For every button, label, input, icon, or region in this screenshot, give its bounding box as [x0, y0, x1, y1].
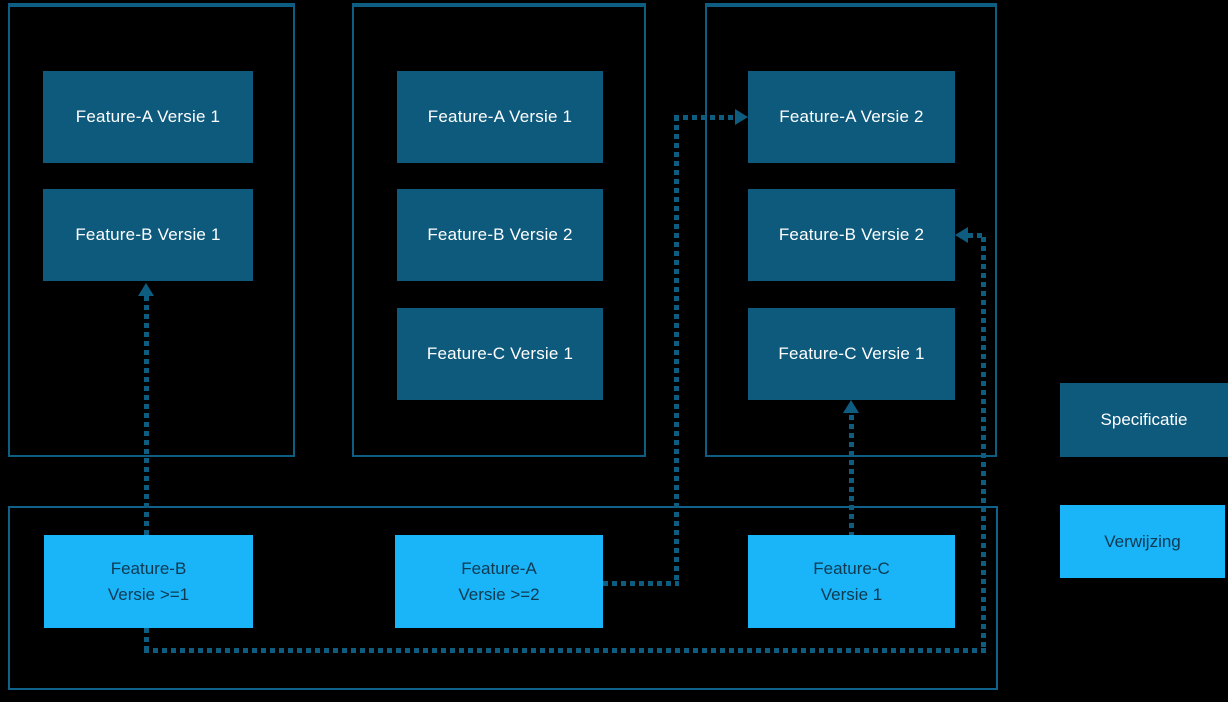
ref-box-label-line2: Versie 1	[820, 584, 883, 604]
connector-refa-to-g3a-line-bottom	[603, 581, 679, 586]
spec-box-feature-a-versie-1-g2: Feature-A Versie 1	[397, 71, 603, 163]
connector-refc-to-g3c-line	[849, 415, 854, 535]
spec-box-feature-a-versie-1-g1: Feature-A Versie 1	[43, 71, 253, 163]
ref-box-label-line1: Feature-A	[461, 559, 537, 578]
spec-box-feature-c-versie-1-g2: Feature-C Versie 1	[397, 308, 603, 400]
legend-reference-box: Verwijzing	[1060, 505, 1225, 578]
connector-refb-to-g1b-arrowhead-icon	[138, 283, 154, 296]
ref-box-label-line2: Versie >=2	[458, 584, 540, 604]
connector-refc-to-g3c-arrowhead-icon	[843, 400, 859, 413]
specification-group-1	[8, 3, 295, 457]
connector-refa-to-g3a-line-top	[674, 115, 735, 120]
connector-refb-to-g3b-arrowhead-icon	[955, 227, 968, 243]
ref-box-label-line1: Feature-C	[813, 559, 890, 578]
ref-box-label-line1: Feature-B	[110, 559, 187, 578]
ref-box-feature-a-versie-ge2: Feature-A Versie >=2	[395, 535, 603, 628]
reference-group	[8, 506, 998, 690]
spec-box-feature-b-versie-2-g3: Feature-B Versie 2	[748, 189, 955, 281]
connector-refb-to-g3b-line-top	[968, 233, 986, 238]
ref-box-feature-b-versie-ge1: Feature-B Versie >=1	[44, 535, 253, 628]
connector-refb-to-g3b-line-drop	[144, 628, 149, 652]
spec-box-feature-b-versie-1-g1: Feature-B Versie 1	[43, 189, 253, 281]
specification-group-2	[352, 3, 646, 457]
connector-refa-to-g3a-line-vertical	[674, 116, 679, 583]
connector-refb-to-g3b-line-vertical	[981, 237, 986, 652]
legend-specification-box: Specificatie	[1060, 383, 1228, 457]
ref-box-label-line2: Versie >=1	[107, 584, 190, 604]
connector-refa-to-g3a-arrowhead-icon	[735, 109, 748, 125]
spec-box-feature-a-versie-2-g3: Feature-A Versie 2	[748, 71, 955, 163]
connector-refb-to-g1b-line	[144, 296, 149, 535]
connector-refb-to-g3b-line-horizontal	[144, 648, 986, 653]
spec-box-feature-b-versie-2-g2: Feature-B Versie 2	[397, 189, 603, 281]
spec-box-feature-c-versie-1-g3: Feature-C Versie 1	[748, 308, 955, 400]
ref-box-feature-c-versie-1: Feature-C Versie 1	[748, 535, 955, 628]
